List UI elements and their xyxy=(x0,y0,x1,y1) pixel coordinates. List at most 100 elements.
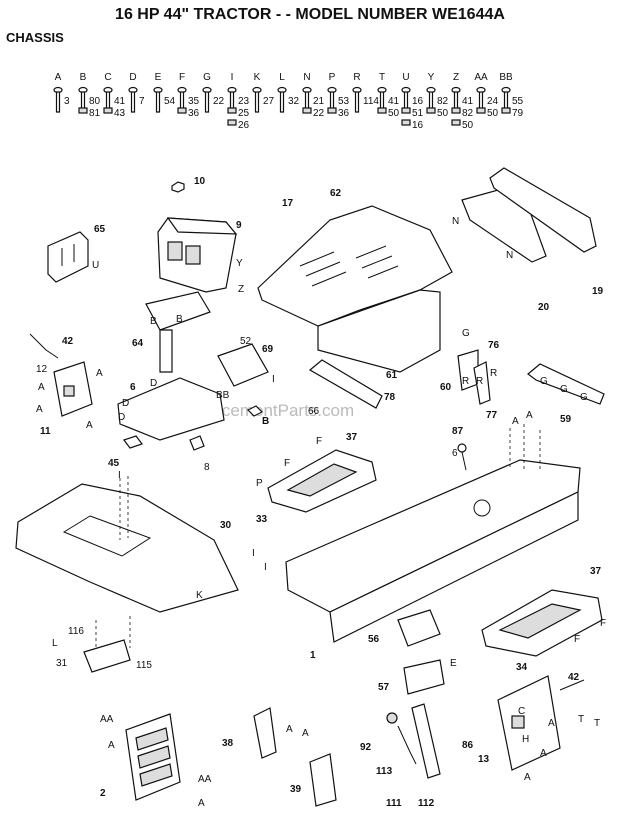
callout-K: K xyxy=(196,590,203,601)
callout-N-1: N xyxy=(452,216,459,227)
callout-U: U xyxy=(92,260,99,271)
part-78-rail: 78 66 xyxy=(308,359,396,417)
callout-31: 31 xyxy=(56,658,68,669)
nut-icon xyxy=(177,107,187,114)
part-34-37-seat-pan: 37 F F 34 xyxy=(481,566,606,673)
nut-icon xyxy=(451,119,461,126)
callout-112: 112 xyxy=(418,798,435,809)
hardware-letter: P xyxy=(329,72,336,83)
section-label: CHASSIS xyxy=(6,30,64,45)
callout-R-1: R xyxy=(462,376,469,387)
callout-B-1: B xyxy=(150,316,157,327)
callout-38: 38 xyxy=(222,738,234,749)
callout-D-1: D xyxy=(122,398,129,409)
part-31-support: 116 L 31 115 xyxy=(52,616,152,673)
part-39-bracket: 39 A xyxy=(290,728,337,807)
hardware-letter: A xyxy=(55,72,62,83)
callout-I-1: I xyxy=(272,374,275,385)
hardware-letter: E xyxy=(155,72,162,83)
callout-12: 12 xyxy=(36,364,48,375)
callout-B-2: B xyxy=(176,314,183,325)
hardware-part-number: 50 xyxy=(437,108,449,119)
callout-19: 19 xyxy=(592,286,604,297)
part-11-42-left-bracket: 42 12 A A A A 11 xyxy=(29,333,103,437)
callout-42-b: 42 xyxy=(568,672,580,683)
callout-A-1: A xyxy=(38,382,45,393)
callout-A-3: A xyxy=(96,368,103,379)
nut-icon xyxy=(401,119,411,126)
hardware-letter: AA xyxy=(474,72,488,83)
callout-2: 2 xyxy=(100,788,106,799)
callout-G-4: G xyxy=(580,392,588,403)
hardware-letter: K xyxy=(254,72,261,83)
hardware-part-number: 54 xyxy=(164,96,176,107)
part-10: 10 xyxy=(171,176,206,193)
hardware-part-number: 82 xyxy=(437,96,449,107)
bolt-shank-icon xyxy=(354,91,360,113)
callout-N-2: N xyxy=(506,250,513,261)
callout-F-1: F xyxy=(316,436,322,447)
nut-icon xyxy=(401,107,411,114)
hardware-part-number: 35 xyxy=(188,96,200,107)
callout-11: 11 xyxy=(40,426,51,437)
callout-69: 69 xyxy=(262,344,274,355)
hardware-part-number: 27 xyxy=(263,96,275,107)
callout-I-3: I xyxy=(252,548,255,559)
callout-92: 92 xyxy=(360,742,372,753)
callout-Z: Z xyxy=(238,284,244,295)
callout-F-3: F xyxy=(600,618,606,629)
callout-6: 6 xyxy=(130,382,136,393)
part-9-dash-panel: 9 Y Z xyxy=(157,217,244,295)
hardware-part-number: 82 xyxy=(462,108,474,119)
hardware-part-number: 16 xyxy=(412,96,424,107)
callout-60: 60 xyxy=(440,382,452,393)
callout-T-1: T xyxy=(578,714,584,725)
hardware-part-number: 25 xyxy=(238,108,250,119)
callout-56: 56 xyxy=(368,634,380,645)
hardware-part-number: 50 xyxy=(462,120,474,131)
callout-76: 76 xyxy=(488,340,500,351)
hardware-letter: BB xyxy=(499,72,513,83)
callout-61: 61 xyxy=(386,370,398,381)
callout-I-4: I xyxy=(264,562,267,573)
hardware-item: G22 xyxy=(202,72,225,113)
nut-icon xyxy=(327,107,337,114)
callout-42-a: 42 xyxy=(62,336,74,347)
callout-A-13: A xyxy=(302,728,309,739)
callout-8: 8 xyxy=(204,462,210,473)
hardware-part-number: 16 xyxy=(412,120,424,131)
hardware-letter: Z xyxy=(453,72,459,83)
callout-77: 77 xyxy=(486,410,498,421)
callout-AA-2: AA xyxy=(198,774,212,785)
hardware-part-number: 43 xyxy=(114,108,126,119)
nut-icon xyxy=(78,107,88,114)
callout-G-hood: G xyxy=(462,328,470,339)
bolt-shank-icon xyxy=(204,91,210,113)
callout-111: 111 xyxy=(386,798,402,809)
callout-E: E xyxy=(450,658,457,669)
bolt-shank-icon xyxy=(254,91,260,113)
hardware-letter: C xyxy=(104,72,111,83)
hardware-part-number: 79 xyxy=(512,108,524,119)
callout-10: 10 xyxy=(194,176,206,187)
callout-86: 86 xyxy=(462,740,474,751)
callout-D-2: D xyxy=(118,412,125,423)
hardware-item: A3 xyxy=(53,72,70,113)
callout-A-9: A xyxy=(524,772,531,783)
callout-17: 17 xyxy=(282,198,294,209)
hardware-item: E 54 xyxy=(153,72,176,113)
hardware-part-number: 81 xyxy=(89,108,101,119)
callout-F-2: F xyxy=(284,458,290,469)
callout-6-b: 6 xyxy=(452,448,458,459)
callout-A-6: A xyxy=(526,410,533,421)
nut-icon xyxy=(451,107,461,114)
callout-Y: Y xyxy=(236,258,243,269)
